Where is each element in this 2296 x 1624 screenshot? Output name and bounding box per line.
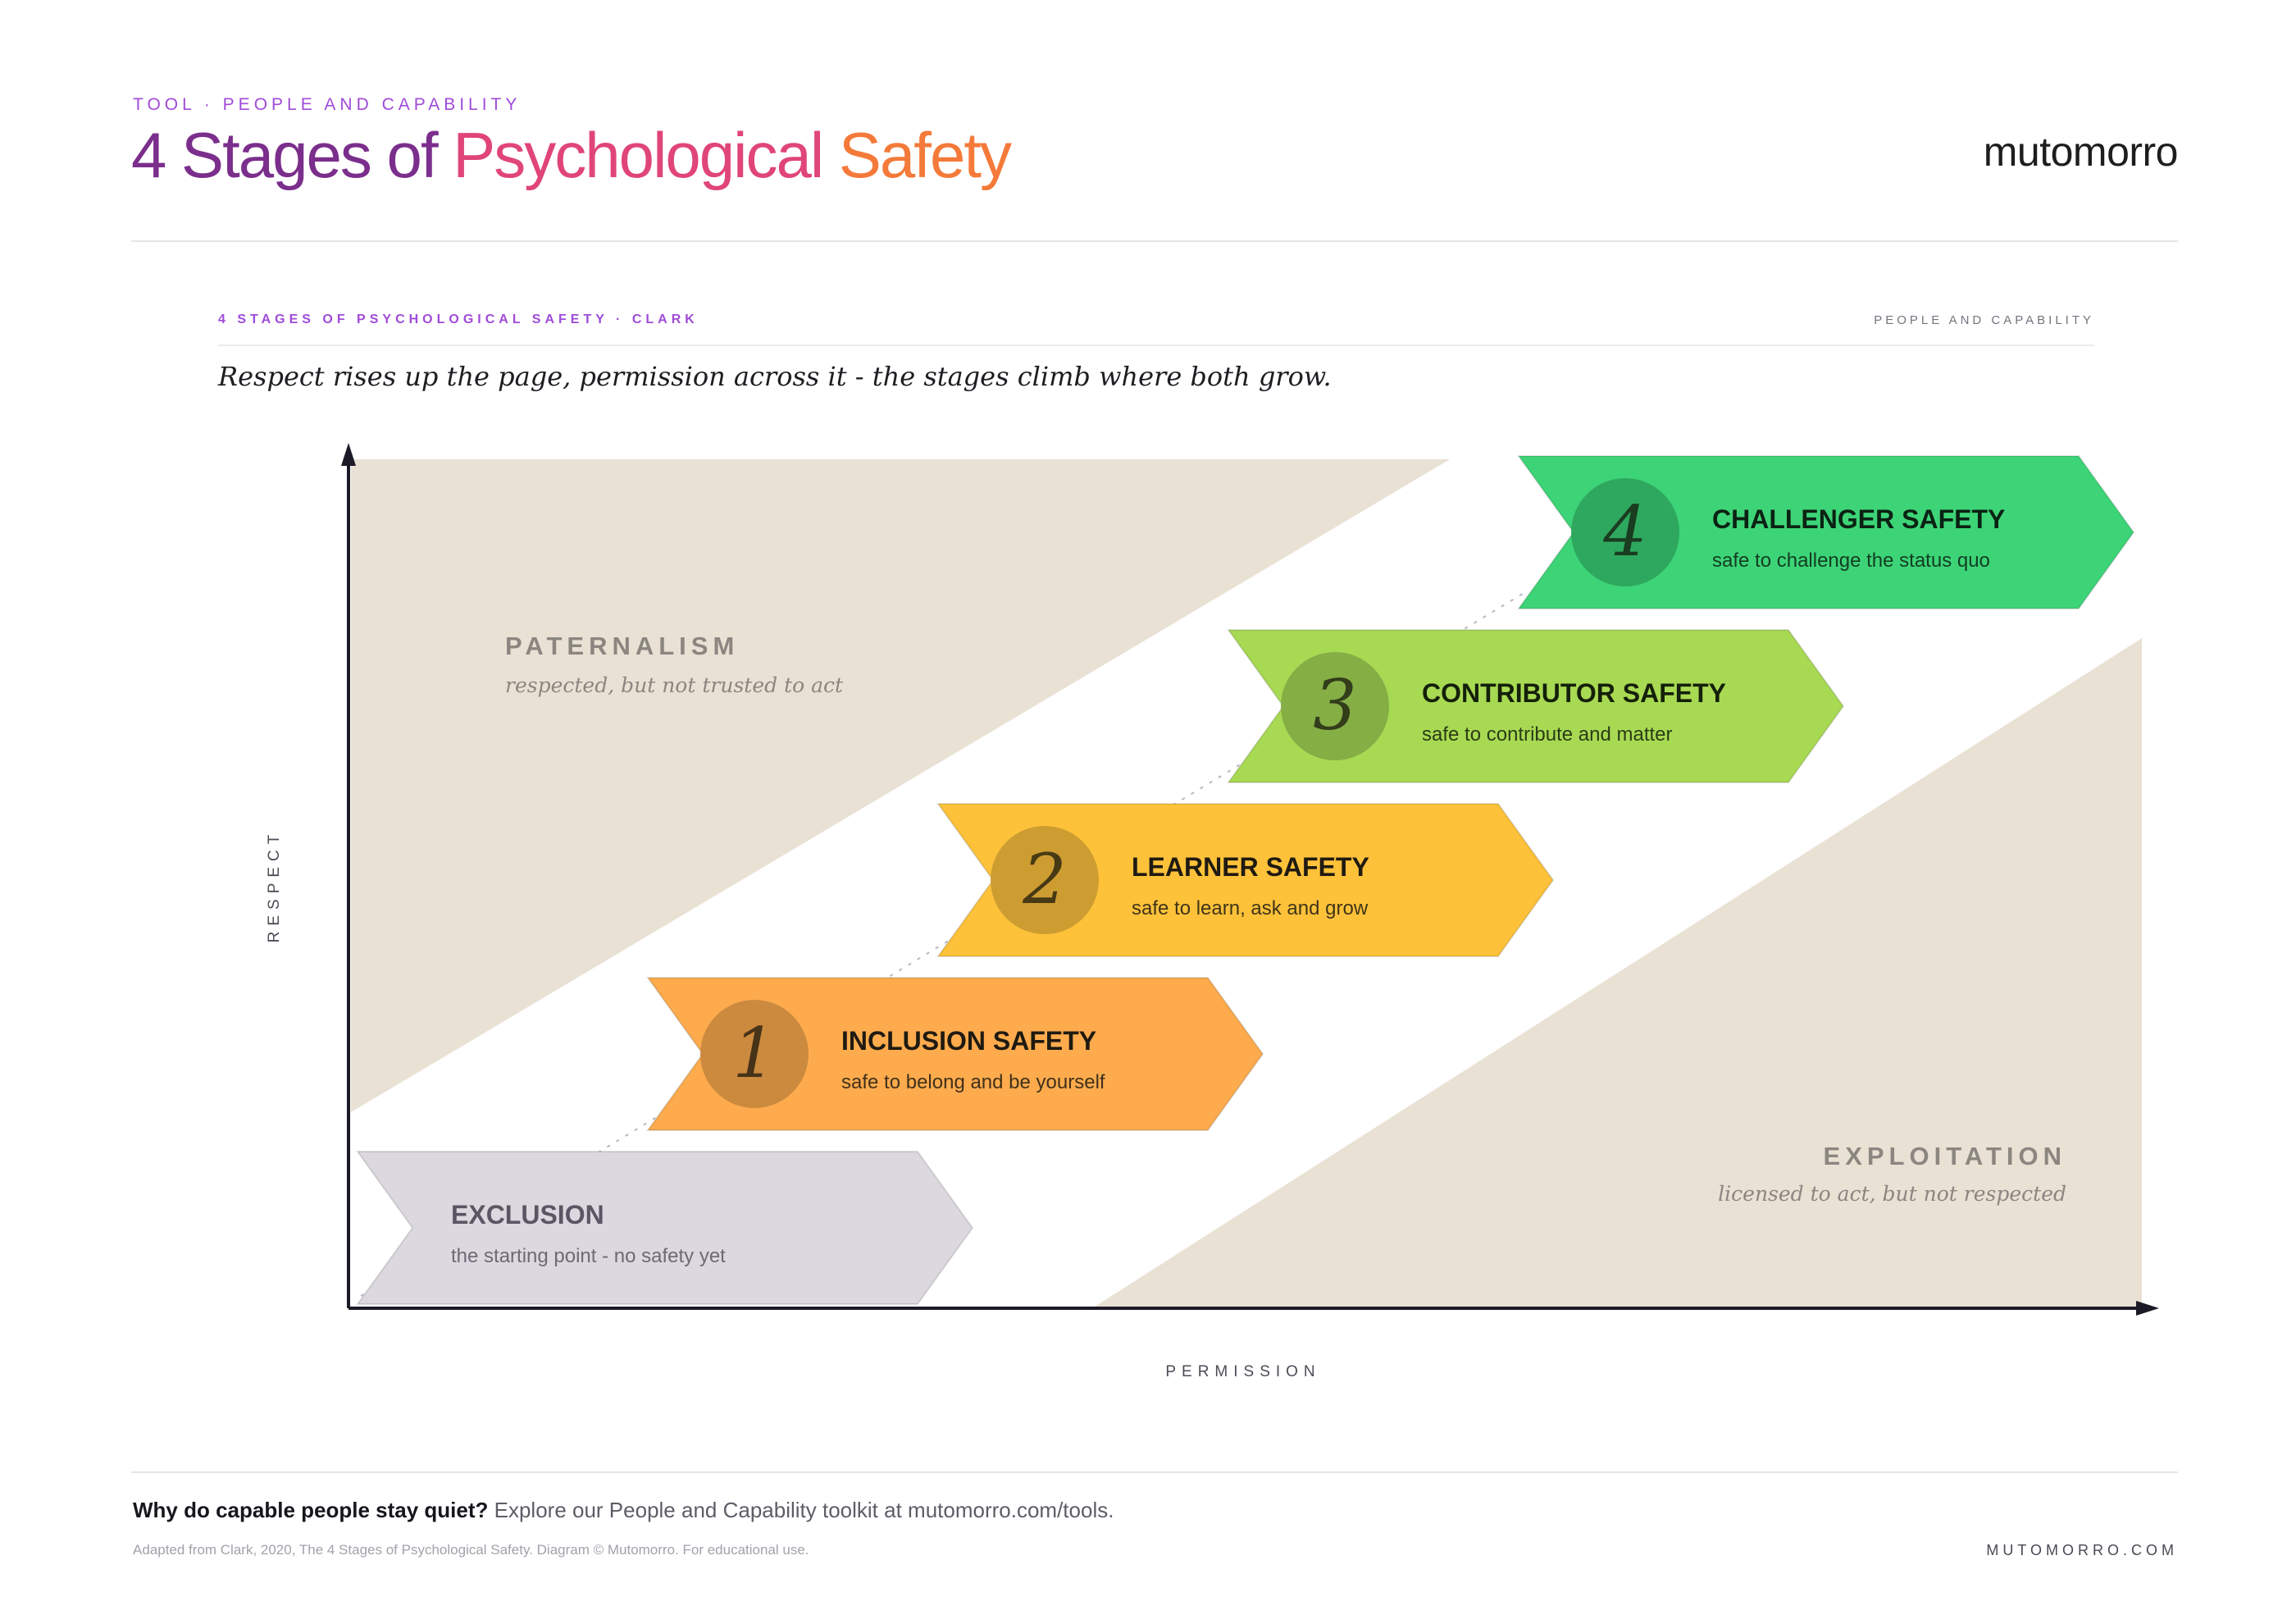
stage-badge-4 bbox=[1571, 478, 1679, 586]
stage-desc-0: the starting point - no safety yet bbox=[451, 1245, 726, 1267]
stage-number-1: 1 bbox=[732, 1013, 776, 1093]
footer-cta: Why do capable people stay quiet? Explor… bbox=[133, 1498, 1114, 1523]
stage-title-2: LEARNER SAFETY bbox=[1132, 852, 1369, 882]
stage-3: 3 CONTRIBUTOR SAFETY safe to contribute an… bbox=[1227, 629, 1845, 783]
stage-desc-2: safe to learn, ask and grow bbox=[1132, 897, 1369, 919]
stage-2: 2 LEARNER SAFETY safe to learn, ask and gr… bbox=[936, 803, 1555, 957]
card-header-left: 4 STAGES OF PSYCHOLOGICAL SAFETY · CLARK bbox=[218, 312, 699, 326]
title-part-3: Safety bbox=[838, 119, 1012, 191]
stage-desc-1: safe to belong and be yourself bbox=[841, 1071, 1105, 1093]
stage-title-1: INCLUSION SAFETY bbox=[841, 1026, 1096, 1056]
footer-divider bbox=[131, 1471, 2178, 1473]
footer-cta-link[interactable]: Explore our People and Capability toolki… bbox=[488, 1498, 1114, 1522]
brand-logo[interactable]: mutomorro bbox=[1983, 129, 2179, 175]
stage-title-3: CONTRIBUTOR SAFETY bbox=[1422, 678, 1726, 708]
stage-number-3: 3 bbox=[1313, 665, 1356, 746]
zone-paternalism-desc: respected, but not trusted to act bbox=[505, 673, 844, 697]
y-axis-arrowhead bbox=[341, 443, 356, 466]
y-axis-label: RESPECT bbox=[266, 829, 283, 943]
zone-paternalism-label: PATERNALISM bbox=[505, 632, 739, 660]
stage-badge-2 bbox=[991, 826, 1099, 934]
header-divider bbox=[131, 240, 2178, 242]
zone-exploitation-desc: licensed to act, but not respected bbox=[1718, 1182, 2066, 1206]
footer-question: Why do capable people stay quiet? bbox=[133, 1498, 489, 1522]
eyebrow-label: TOOL · PEOPLE AND CAPABILITY bbox=[133, 95, 522, 114]
x-axis-label: PERMISSION bbox=[1165, 1363, 1320, 1380]
x-axis-arrowhead bbox=[2136, 1301, 2159, 1316]
stage-desc-4: safe to challenge the status quo bbox=[1712, 550, 1990, 572]
title-part-2: Psychological bbox=[453, 119, 824, 191]
diagram-subtitle: Respect rises up the page, permission ac… bbox=[218, 361, 1332, 392]
stage-number-2: 2 bbox=[1022, 839, 1066, 919]
stage-4: 4 CHALLENGER SAFETY safe to challenge the … bbox=[1517, 455, 2135, 609]
page-title: 4 Stages of Psychological Safety bbox=[131, 123, 1012, 187]
zone-paternalism bbox=[351, 459, 1450, 1112]
stage-1: 1 INCLUSION SAFETY safe to belong and be y… bbox=[646, 977, 1264, 1131]
stage-0: EXCLUSION the starting point - no safety … bbox=[356, 1151, 974, 1305]
card-divider bbox=[218, 344, 2094, 346]
footer-fineprint: Adapted from Clark, 2020, The 4 Stages o… bbox=[133, 1542, 809, 1558]
footer-brand[interactable]: MUTOMORRO.COM bbox=[1986, 1542, 2178, 1558]
card-header-right: PEOPLE AND CAPABILITY bbox=[1874, 313, 2094, 327]
zone-exploitation bbox=[1092, 638, 2142, 1308]
stage-desc-3: safe to contribute and matter bbox=[1422, 723, 1673, 746]
stage-title-4: CHALLENGER SAFETY bbox=[1712, 504, 2005, 534]
stage-badge-3 bbox=[1281, 652, 1389, 760]
title-part-1: 4 Stages of bbox=[131, 119, 439, 191]
stage-badge-1 bbox=[700, 1000, 809, 1108]
stage-chevron-0 bbox=[356, 1151, 974, 1305]
stage-number-4: 4 bbox=[1602, 491, 1647, 572]
zone-exploitation-label: EXPLOITATION bbox=[1824, 1142, 2066, 1170]
stage-title-0: EXCLUSION bbox=[451, 1200, 604, 1229]
